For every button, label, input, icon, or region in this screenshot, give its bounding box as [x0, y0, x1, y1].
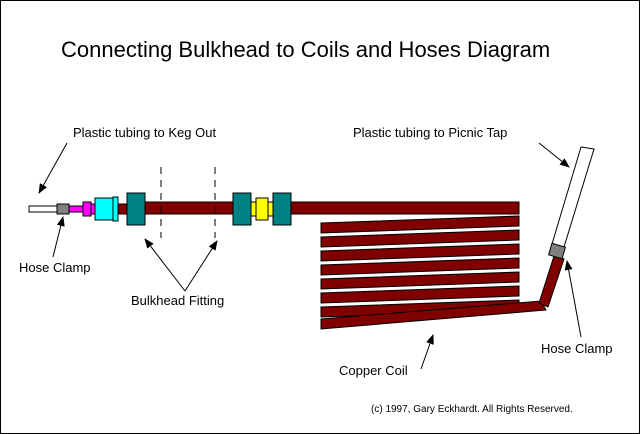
plastic-tubing-keg-out	[28, 205, 58, 213]
copper-tube-top	[142, 201, 520, 215]
label-keg-out: Plastic tubing to Keg Out	[73, 125, 217, 140]
coil-turn	[320, 257, 520, 276]
nut-magenta-thin	[90, 203, 96, 215]
nut-magenta	[82, 201, 92, 217]
copyright-notice: (c) 1997, Gary Eckhardt. All Rights Rese…	[371, 404, 573, 415]
label-hose-clamp-right: Hose Clamp	[541, 341, 613, 356]
coupler-cyan-thin	[112, 196, 119, 222]
coil-turn	[320, 271, 520, 290]
arrow-bulkhead-left	[144, 238, 186, 292]
pointer-arrows	[38, 142, 582, 370]
coil-turn	[320, 300, 547, 330]
coupler-neck	[117, 203, 128, 215]
label-copper-coil: Copper Coil	[339, 363, 408, 378]
label-picnic-tap: Plastic tubing to Picnic Tap	[353, 125, 508, 140]
washer-left	[250, 201, 257, 217]
bulkhead-nut-left	[126, 192, 146, 226]
washer-yellow	[255, 197, 269, 221]
label-hose-clamp-left: Hose Clamp	[19, 260, 91, 275]
coupler-cyan	[94, 197, 114, 221]
arrow-clamp-left	[52, 216, 65, 258]
hose-clamp-right	[547, 242, 567, 260]
plastic-tubing-picnic	[551, 146, 595, 248]
hose-clamp-left	[56, 203, 70, 215]
coil-turn	[320, 229, 520, 248]
arrow-picnic	[538, 142, 570, 168]
arrow-bulkhead-right	[184, 240, 218, 292]
coil-turn	[320, 285, 520, 304]
arrow-keg-out	[38, 142, 68, 194]
hose-barb	[68, 205, 84, 213]
bulkhead-nut-right-a	[232, 192, 252, 226]
coil-turn	[320, 243, 520, 262]
diagram-title: Connecting Bulkhead to Coils and Hoses D…	[61, 37, 551, 62]
coil-riser	[538, 255, 565, 308]
label-bulkhead-fitting: Bulkhead Fitting	[131, 293, 225, 308]
copper-coil	[320, 215, 565, 330]
bulkhead-nut-right-b	[272, 192, 292, 226]
arrow-coil	[420, 334, 434, 370]
coil-turn	[320, 215, 520, 234]
washer-right	[267, 201, 274, 217]
arrow-clamp-right	[564, 260, 582, 338]
